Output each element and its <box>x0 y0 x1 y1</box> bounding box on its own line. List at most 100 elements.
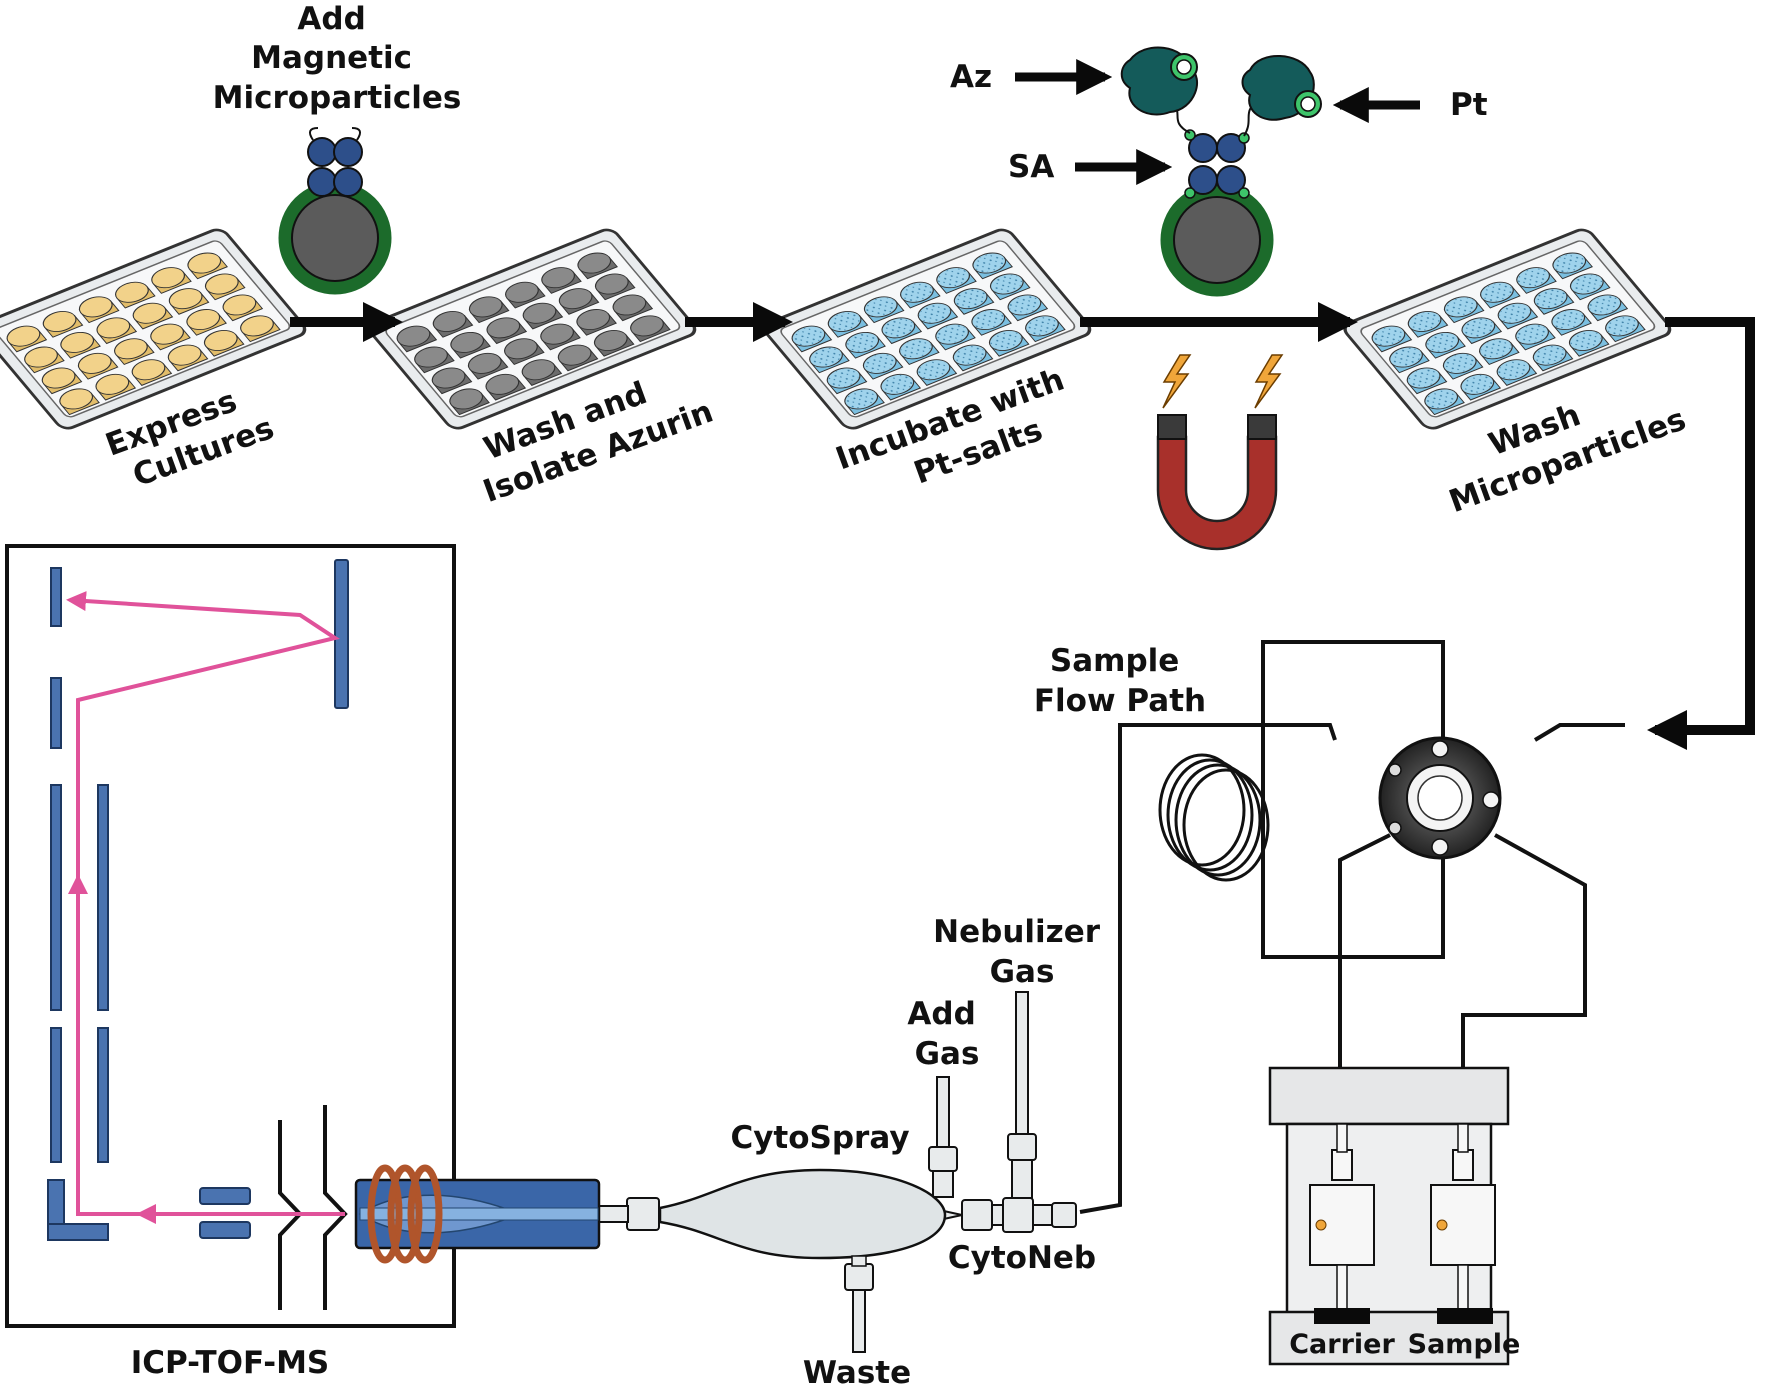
sa-label: SA <box>1008 149 1054 185</box>
particle-dots <box>847 333 878 352</box>
cytoneb <box>929 1197 1077 1233</box>
well-top <box>630 315 664 337</box>
well-top <box>150 323 184 345</box>
add-magnetic-microparticles-label: Add Magnetic Microparticles <box>213 1 462 116</box>
induction-coil-icon <box>367 1164 443 1264</box>
particle-dots <box>1517 268 1549 287</box>
sample-flow-line-1: Sample <box>1050 643 1179 679</box>
particle-dots <box>1589 295 1620 315</box>
particle-dots <box>1445 297 1476 317</box>
injection-valve-icon <box>1378 736 1502 860</box>
particle-dots <box>973 310 1004 329</box>
particle-dots <box>1408 368 1439 388</box>
ion-flight-path <box>66 591 345 1224</box>
carrier-label: Carrier <box>1289 1329 1395 1360</box>
well-top <box>132 302 167 324</box>
well-top <box>558 288 593 310</box>
particle-dots <box>918 360 949 379</box>
particle-dots <box>937 268 969 287</box>
antibody-icon <box>307 127 363 197</box>
well-plate-icon <box>763 228 1092 430</box>
particle-dots <box>1463 318 1494 337</box>
pt-label: Pt <box>1450 87 1488 123</box>
well-top <box>522 302 557 324</box>
well-top <box>131 359 166 381</box>
particle-dots <box>1570 331 1601 350</box>
add-magnetic-line-2: Magnetic <box>251 40 412 76</box>
waste-label: Waste <box>803 1355 911 1389</box>
tof-plates <box>47 559 349 1241</box>
magnetic-bead-with-protein <box>1120 46 1322 297</box>
well-top <box>186 309 221 331</box>
well-top <box>96 317 131 339</box>
particle-dots <box>1534 345 1565 365</box>
well-top <box>167 344 202 366</box>
cytospray-label: CytoSpray <box>730 1120 909 1156</box>
well-top <box>187 252 222 274</box>
particle-dots <box>828 368 859 388</box>
particle-dots <box>882 375 913 394</box>
well-top <box>151 267 185 289</box>
well-top <box>115 281 149 303</box>
well-top <box>95 373 130 395</box>
well-plate-incubate <box>763 228 1092 430</box>
antibody-icon <box>1184 129 1250 199</box>
icp-tof-ms-box <box>5 544 456 1328</box>
well-top <box>612 294 647 316</box>
ion-optics <box>199 1187 251 1239</box>
protein-icon <box>1241 55 1322 121</box>
particle-dots <box>1444 354 1475 373</box>
well-top <box>557 344 592 366</box>
particle-dots <box>1571 274 1603 294</box>
well-top <box>78 296 113 318</box>
cytoneb-label: CytoNeb <box>948 1240 1096 1276</box>
well-top <box>432 311 467 332</box>
particle-dots <box>829 312 860 331</box>
well-plate-icon <box>1343 228 1672 430</box>
add-gas-inlet <box>928 1076 958 1198</box>
arrow-to-valve <box>1647 317 1755 750</box>
syringe-pump-icon <box>1268 1066 1510 1366</box>
particle-dots <box>901 283 933 302</box>
particle-dots <box>810 347 842 367</box>
well-top <box>449 388 484 410</box>
syringe-carrier <box>1309 1123 1375 1324</box>
well-top <box>42 311 77 332</box>
particle-dots <box>1553 310 1584 329</box>
well-top <box>576 309 611 331</box>
well-plate-icon <box>368 228 697 430</box>
nebulizer-gas-line-2: Gas <box>990 954 1055 990</box>
well-top <box>414 346 448 368</box>
sample-flow-line-2: Flow Path <box>1034 683 1206 719</box>
well-plate-icon <box>0 228 307 430</box>
particle-dots <box>1409 312 1440 331</box>
particle-dots <box>793 326 824 346</box>
well-top <box>467 352 502 374</box>
particle-dots <box>974 253 1005 273</box>
well-top <box>77 352 112 374</box>
well-top <box>59 388 94 410</box>
well-plate-express-cultures <box>0 228 307 430</box>
sampler-cones <box>278 1105 348 1310</box>
well-plate-wash-microparticles <box>1343 228 1672 430</box>
particle-dots <box>991 274 1023 294</box>
well-top <box>485 373 520 395</box>
well-top <box>204 273 239 295</box>
particle-dots <box>954 345 985 365</box>
well-top <box>24 346 58 368</box>
well-top <box>222 294 257 316</box>
lightning-icon <box>1162 354 1192 409</box>
nebulizer-gas-line-1: Nebulizer <box>933 914 1101 950</box>
particle-dots <box>1480 339 1512 358</box>
well-top <box>168 288 203 310</box>
add-gas-label: Add Gas <box>907 996 986 1072</box>
magnetic-bead-icon <box>278 127 392 295</box>
particle-dots <box>1425 389 1457 409</box>
particle-dots <box>1535 289 1566 308</box>
coil-loop-icon <box>1158 753 1270 882</box>
particle-dots <box>883 318 914 337</box>
particle-dots <box>936 324 968 344</box>
add-magnetic-line-3: Microparticles <box>213 80 462 116</box>
well-top <box>541 267 575 289</box>
particle-dots <box>845 389 877 409</box>
